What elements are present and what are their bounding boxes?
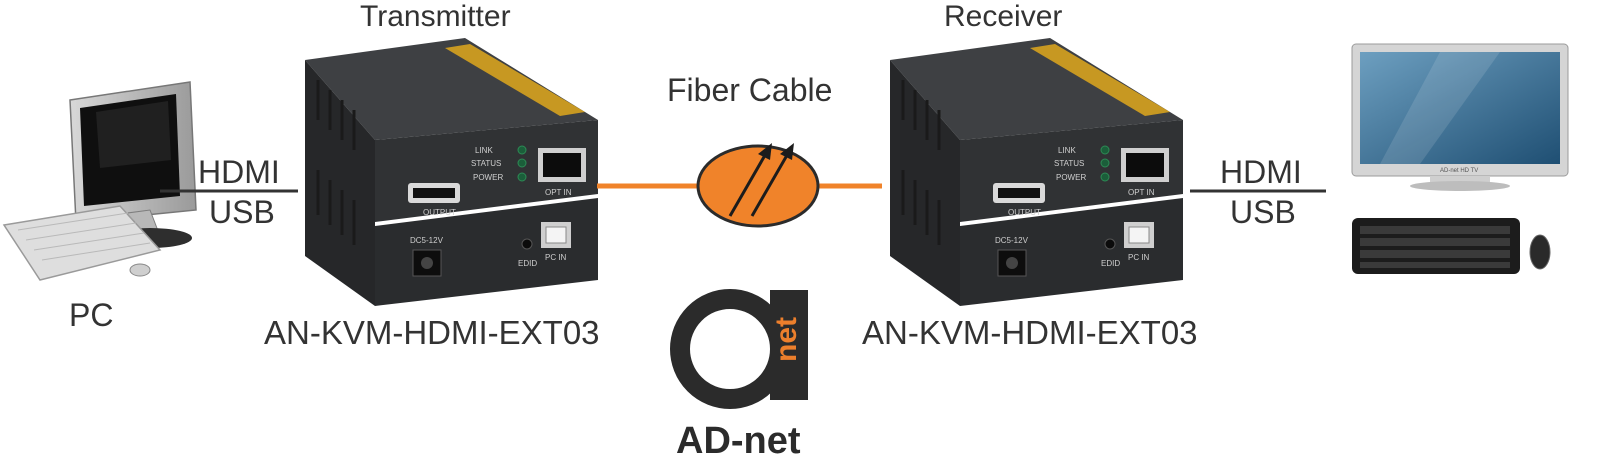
edid-label: EDID xyxy=(518,259,537,268)
led-link-label: LINK xyxy=(475,146,493,155)
left-hdmi-label: HDMI xyxy=(198,154,280,190)
fiber-cable-label: Fiber Cable xyxy=(667,72,833,108)
brand-wordmark: AD-net xyxy=(676,420,801,462)
monitor-brand-label: AD-net HD TV xyxy=(1440,168,1478,174)
output-label: OUTPUT xyxy=(423,208,456,217)
edid-label: EDID xyxy=(1101,259,1120,268)
led-status-label: STATUS xyxy=(1054,159,1084,168)
left-usb-label: USB xyxy=(209,194,275,230)
pc-in-label: PC IN xyxy=(545,253,567,262)
led-power-label: POWER xyxy=(1056,173,1086,182)
opt-in-label: OPT IN xyxy=(545,188,572,197)
led-power-label: POWER xyxy=(473,173,503,182)
receiver-label: Receiver xyxy=(944,0,1063,33)
transmitter-device xyxy=(305,38,598,306)
pc-illustration xyxy=(2,81,197,281)
transmitter-panel-labels: LINK STATUS POWER OPT IN OUTPUT DC5-12V … xyxy=(410,146,572,268)
right-usb-label: USB xyxy=(1230,194,1296,230)
pc-label: PC xyxy=(69,297,114,333)
pc-in-label: PC IN xyxy=(1128,253,1150,262)
display-illustration xyxy=(1351,43,1569,274)
adnet-logo: net xyxy=(670,289,808,409)
receiver-panel-labels: LINK STATUS POWER OPT IN OUTPUT DC5-12V … xyxy=(995,146,1155,268)
receiver-model-label: AN-KVM-HDMI-EXT03 xyxy=(862,314,1198,351)
right-hdmi-label: HDMI xyxy=(1220,154,1302,190)
logo-net-text: net xyxy=(770,317,803,362)
led-link-label: LINK xyxy=(1058,146,1076,155)
led-status-label: STATUS xyxy=(471,159,501,168)
transmitter-label: Transmitter xyxy=(360,0,511,33)
dc-label: DC5-12V xyxy=(995,236,1029,245)
output-label: OUTPUT xyxy=(1008,208,1041,217)
receiver-device xyxy=(890,38,1183,306)
dc-label: DC5-12V xyxy=(410,236,444,245)
transmitter-model-label: AN-KVM-HDMI-EXT03 xyxy=(264,314,600,351)
opt-in-label: OPT IN xyxy=(1128,188,1155,197)
fiber-cable-icon xyxy=(696,143,820,228)
